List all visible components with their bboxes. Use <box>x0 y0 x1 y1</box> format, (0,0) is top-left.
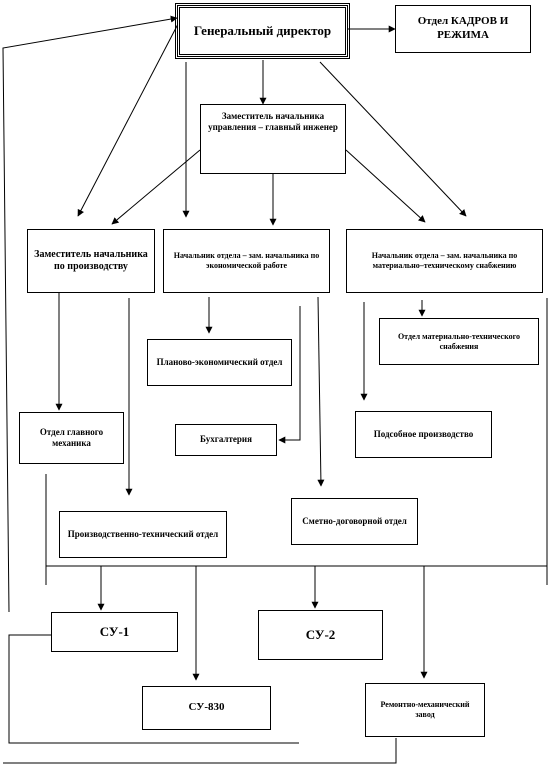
general-director-label: Генеральный директор <box>193 22 332 38</box>
material-supply-dept-box: Отдел материально-технического снабжения <box>379 318 539 365</box>
hr-dept-box: Отдел КАДРОВ И РЕЖИМА <box>395 5 531 53</box>
head-economic-box: Начальник отдела – зам. начальника по эк… <box>163 229 330 293</box>
material-supply-dept-label: Отдел материально-технического снабжения <box>397 331 521 351</box>
arrow-economic-estimate <box>317 296 325 487</box>
accounting-box: Бухгалтерия <box>175 424 277 456</box>
production-technical-dept-label: Производственно-технический отдел <box>67 528 219 539</box>
su2-box: СУ-2 <box>258 610 383 660</box>
line-su830-loop <box>3 738 397 764</box>
head-supply-label: Начальник отдела – зам. начальника по ма… <box>371 251 518 270</box>
repair-plant-box: Ремонтно-механический завод <box>365 683 485 737</box>
accounting-label: Бухгалтерия <box>200 434 252 445</box>
deputy-chief-engineer-label: Заместитель начальника управления – глав… <box>208 111 338 133</box>
su830-label: СУ-830 <box>188 701 225 714</box>
arrow-economic-accounting <box>278 306 301 444</box>
arrow-engineer-production <box>111 149 201 225</box>
auxiliary-production-box: Подсобное производство <box>355 411 492 458</box>
hr-dept-label: Отдел КАДРОВ И РЕЖИМА <box>417 15 509 41</box>
repair-plant-label: Ремонтно-механический завод <box>380 700 470 719</box>
arrow-director-supply <box>319 61 467 217</box>
general-director-box: Генеральный директор <box>175 3 350 59</box>
arrow-left-loop-director <box>2 15 178 613</box>
deputy-production-box: Заместитель начальника по производству <box>27 229 155 293</box>
deputy-chief-engineer-box: Заместитель начальника управления – глав… <box>200 104 346 174</box>
chief-mechanic-dept-label: Отдел главного механика <box>39 426 104 448</box>
planning-economic-dept-label: Планово-экономический отдел <box>156 356 283 367</box>
arrow-director-production <box>77 23 179 217</box>
su1-label: СУ-1 <box>99 623 130 639</box>
estimate-contract-dept-box: Сметно-договорной отдел <box>291 498 418 545</box>
line-su1-loop <box>8 634 299 744</box>
head-economic-label: Начальник отдела – зам. начальника по эк… <box>173 251 320 270</box>
planning-economic-dept-box: Планово-экономический отдел <box>147 339 292 386</box>
head-supply-box: Начальник отдела – зам. начальника по ма… <box>346 229 543 293</box>
su1-box: СУ-1 <box>51 612 178 652</box>
production-technical-dept-box: Производственно-технический отдел <box>59 511 227 558</box>
su830-box: СУ-830 <box>142 686 271 730</box>
deputy-production-label: Заместитель начальника по производству <box>34 248 148 273</box>
estimate-contract-dept-label: Сметно-договорной отдел <box>302 515 407 526</box>
auxiliary-production-label: Подсобное производство <box>373 428 474 439</box>
chief-mechanic-dept-box: Отдел главного механика <box>19 412 124 464</box>
arrow-engineer-supply <box>345 149 426 223</box>
su2-label: СУ-2 <box>305 626 336 642</box>
